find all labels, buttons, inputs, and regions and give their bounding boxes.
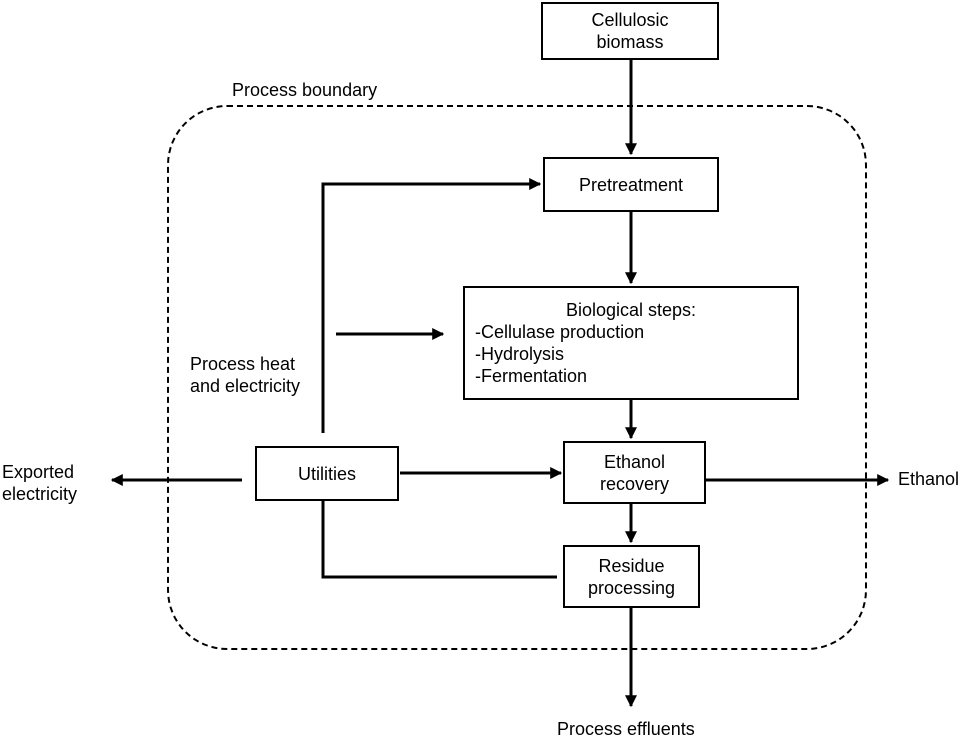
ethanol-output-label: Ethanol <box>898 469 960 489</box>
process-effluents-label: Process effluents <box>557 719 695 739</box>
node-cellulosic-biomass: Cellulosic biomass <box>541 2 719 60</box>
process-heat-label: Process heat and electricity <box>190 354 301 396</box>
list-item: -Hydrolysis <box>475 344 565 364</box>
node-residue-processing: Residue processing <box>563 545 700 608</box>
node-biological-steps: Biological steps: -Cellulase production … <box>463 286 799 400</box>
arrow-utilities-to-pretreatment <box>321 178 542 433</box>
node-ethanol-recovery: Ethanol recovery <box>563 441 706 504</box>
process-boundary <box>167 105 867 650</box>
node-utilities: Utilities <box>255 446 399 501</box>
list-item: -Fermentation <box>475 366 588 386</box>
node-pretreatment: Pretreatment <box>543 157 719 212</box>
exported-electricity-label: Exported electricity <box>2 462 78 504</box>
biological-steps-list: -Cellulase production -Hydrolysis -Ferme… <box>465 321 644 387</box>
list-item: -Cellulase production <box>475 322 645 342</box>
process-boundary-label: Process boundary <box>232 80 378 100</box>
biological-steps-title: Biological steps: <box>565 300 697 320</box>
